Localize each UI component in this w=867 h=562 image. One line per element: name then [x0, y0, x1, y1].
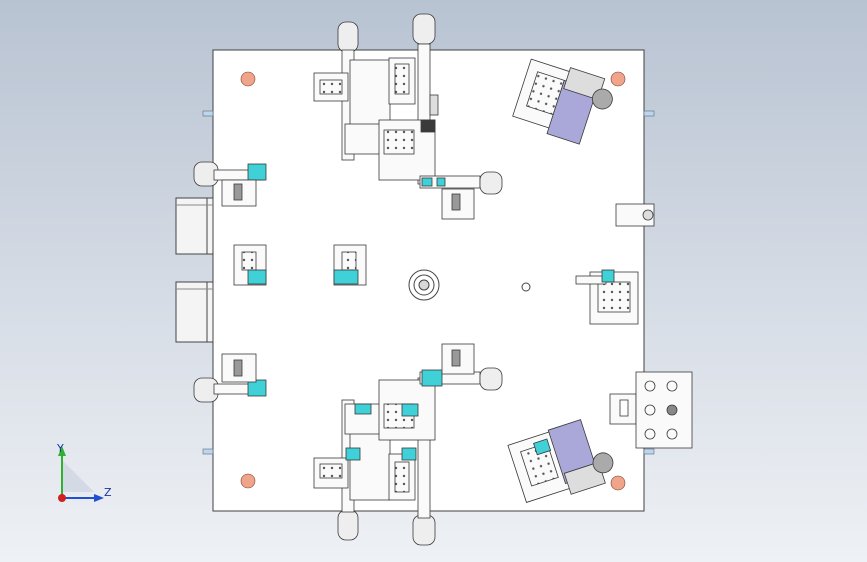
connector-panel: [609, 371, 693, 449]
left-lower-clamp: [193, 353, 267, 403]
y-axis-arrow: [58, 446, 66, 456]
left-upper-clamp: [193, 161, 267, 207]
triad-origin: [58, 494, 66, 502]
left-cylinder-lower: [175, 281, 214, 343]
triad-plane: [62, 460, 94, 492]
upper-clamp-assembly: [313, 13, 439, 185]
right-side-fixture: [575, 203, 655, 325]
lower-right-clamp-arm: [419, 343, 503, 391]
orientation-triad: Y Z: [56, 442, 112, 502]
locating-pins: [240, 71, 626, 491]
center-datum: [408, 269, 531, 301]
z-axis-label: Z: [104, 486, 112, 499]
y-axis-label: Y: [56, 442, 64, 455]
side-tabs: [202, 110, 655, 455]
upper-right-clamp-arm: [419, 171, 503, 220]
lower-clamp-assembly: [313, 377, 436, 546]
upper-right-rotated-unit: [512, 58, 613, 145]
left-mid-fixture: [233, 244, 367, 286]
left-cylinder-upper: [175, 197, 214, 255]
lower-right-rotated-unit: [507, 419, 614, 503]
z-axis-arrow: [94, 494, 104, 502]
